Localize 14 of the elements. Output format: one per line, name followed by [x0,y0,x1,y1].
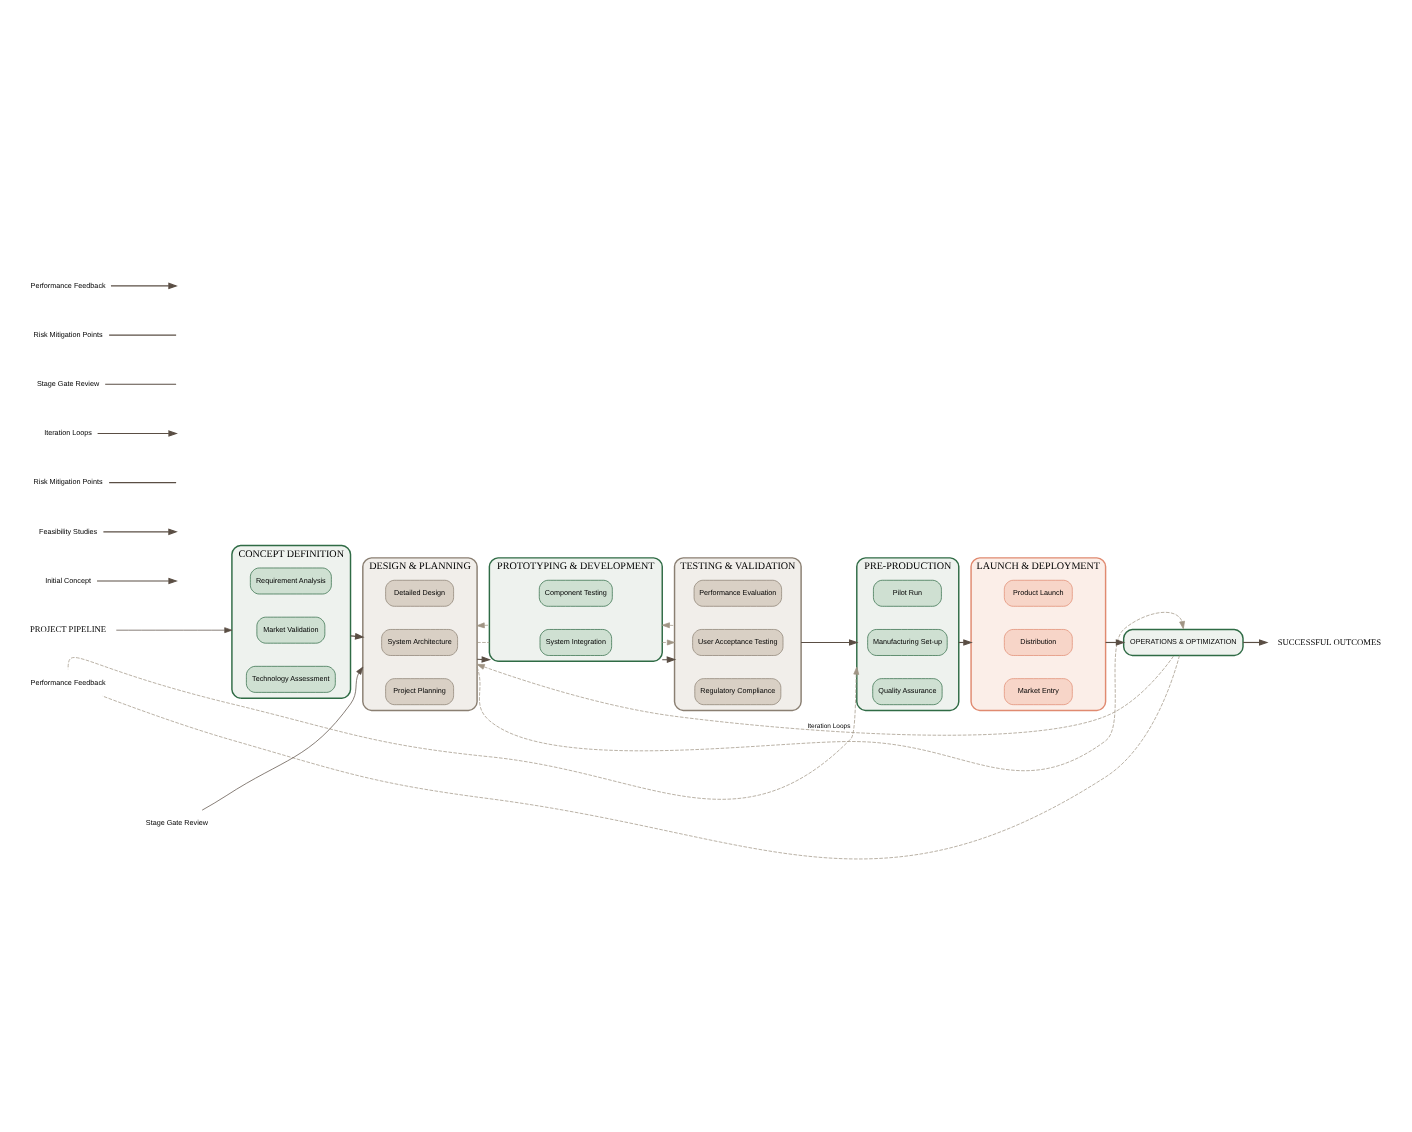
arrow [97,430,178,437]
arrow [102,528,178,536]
connector [108,482,177,484]
connector [476,642,490,643]
arrow [110,282,178,290]
arrow [661,622,675,629]
arrow [800,639,859,646]
connector [108,334,177,336]
arrow [115,627,233,634]
arrow [349,632,365,640]
arrow [96,577,178,585]
connector [104,383,177,385]
arrow [476,622,490,629]
arrow [661,639,675,646]
